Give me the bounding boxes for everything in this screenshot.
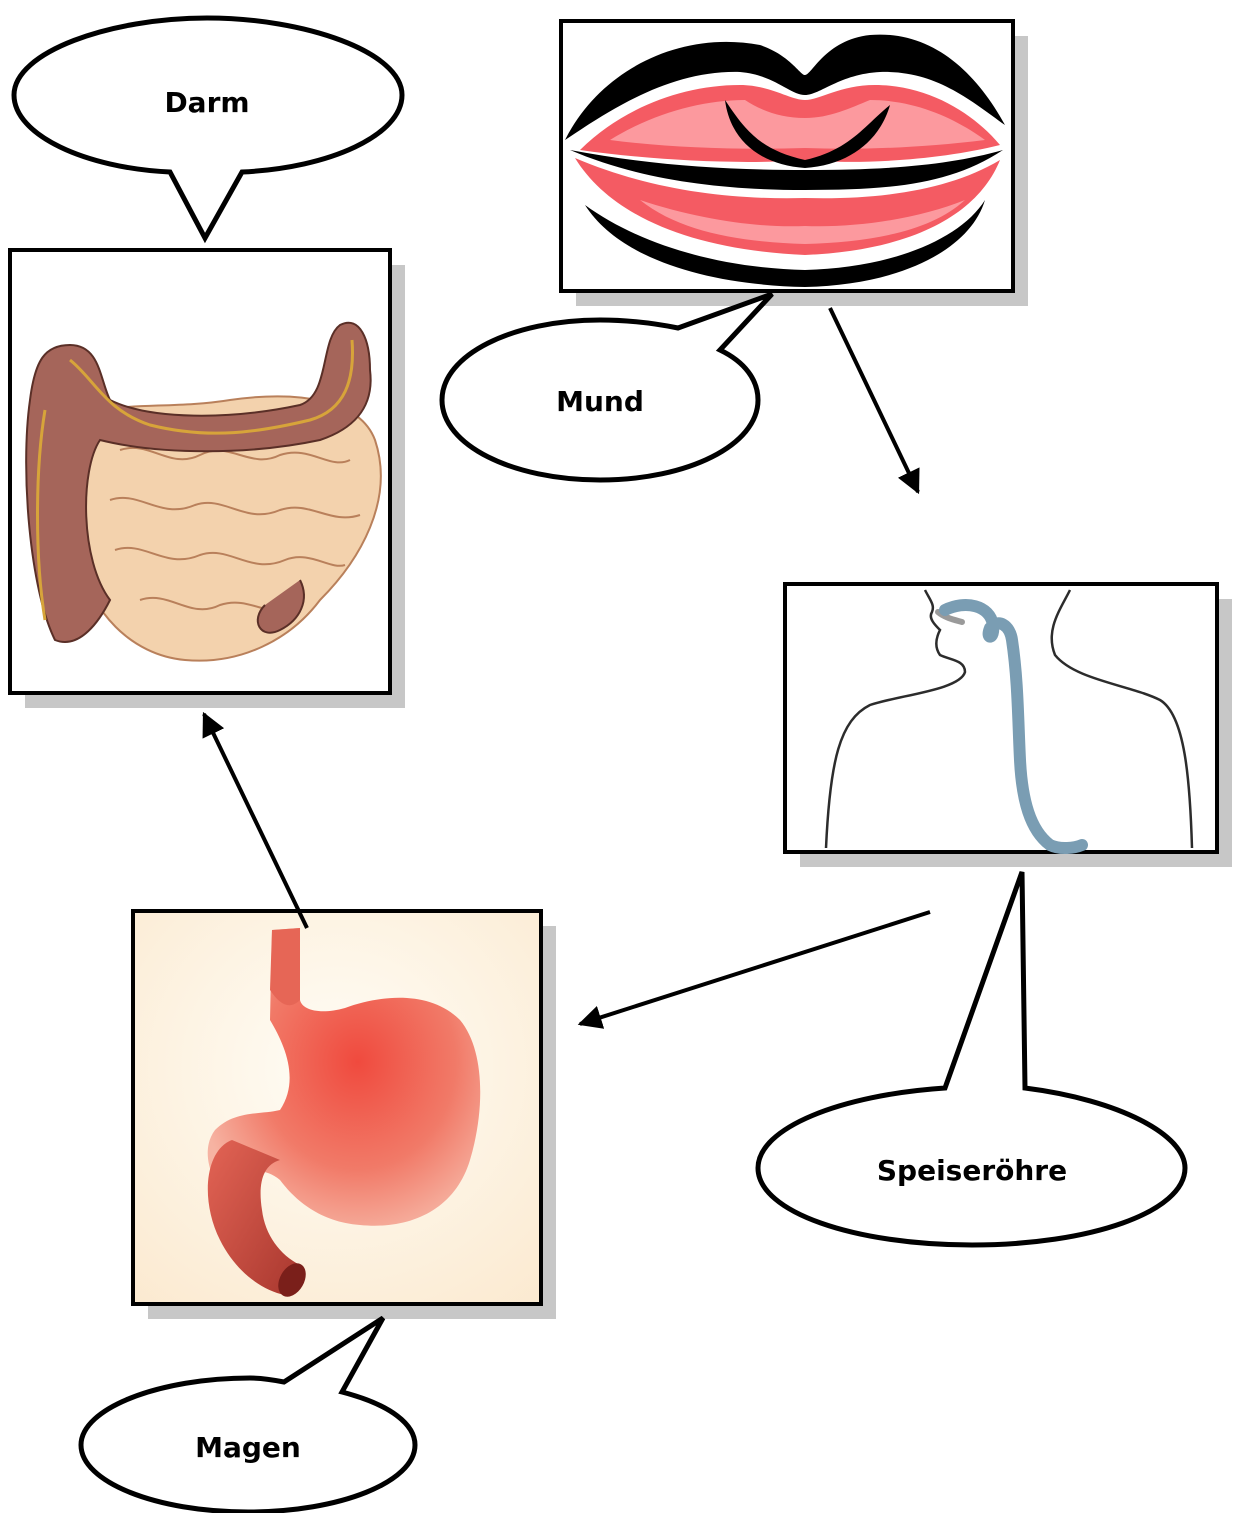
darm-panel bbox=[10, 250, 405, 708]
callout-magen-label: Magen bbox=[195, 1431, 301, 1464]
mund-panel bbox=[561, 21, 1028, 306]
callout-speiseroehre-label: Speiseröhre bbox=[877, 1154, 1067, 1187]
callout-mund-label: Mund bbox=[556, 385, 644, 418]
arrow-mund-to-speiseroehre bbox=[830, 308, 918, 492]
speiseroehre-panel bbox=[785, 584, 1232, 867]
callout-darm-label: Darm bbox=[164, 86, 249, 119]
arrow-magen-to-darm bbox=[204, 714, 307, 928]
arrow-speiseroehre-to-magen bbox=[580, 912, 930, 1024]
callout-darm: Darm bbox=[14, 18, 402, 238]
callout-mund: Mund bbox=[442, 294, 772, 480]
callout-magen: Magen bbox=[81, 1318, 415, 1512]
magen-panel bbox=[133, 911, 556, 1319]
callout-speiseroehre: Speiseröhre bbox=[758, 872, 1185, 1245]
